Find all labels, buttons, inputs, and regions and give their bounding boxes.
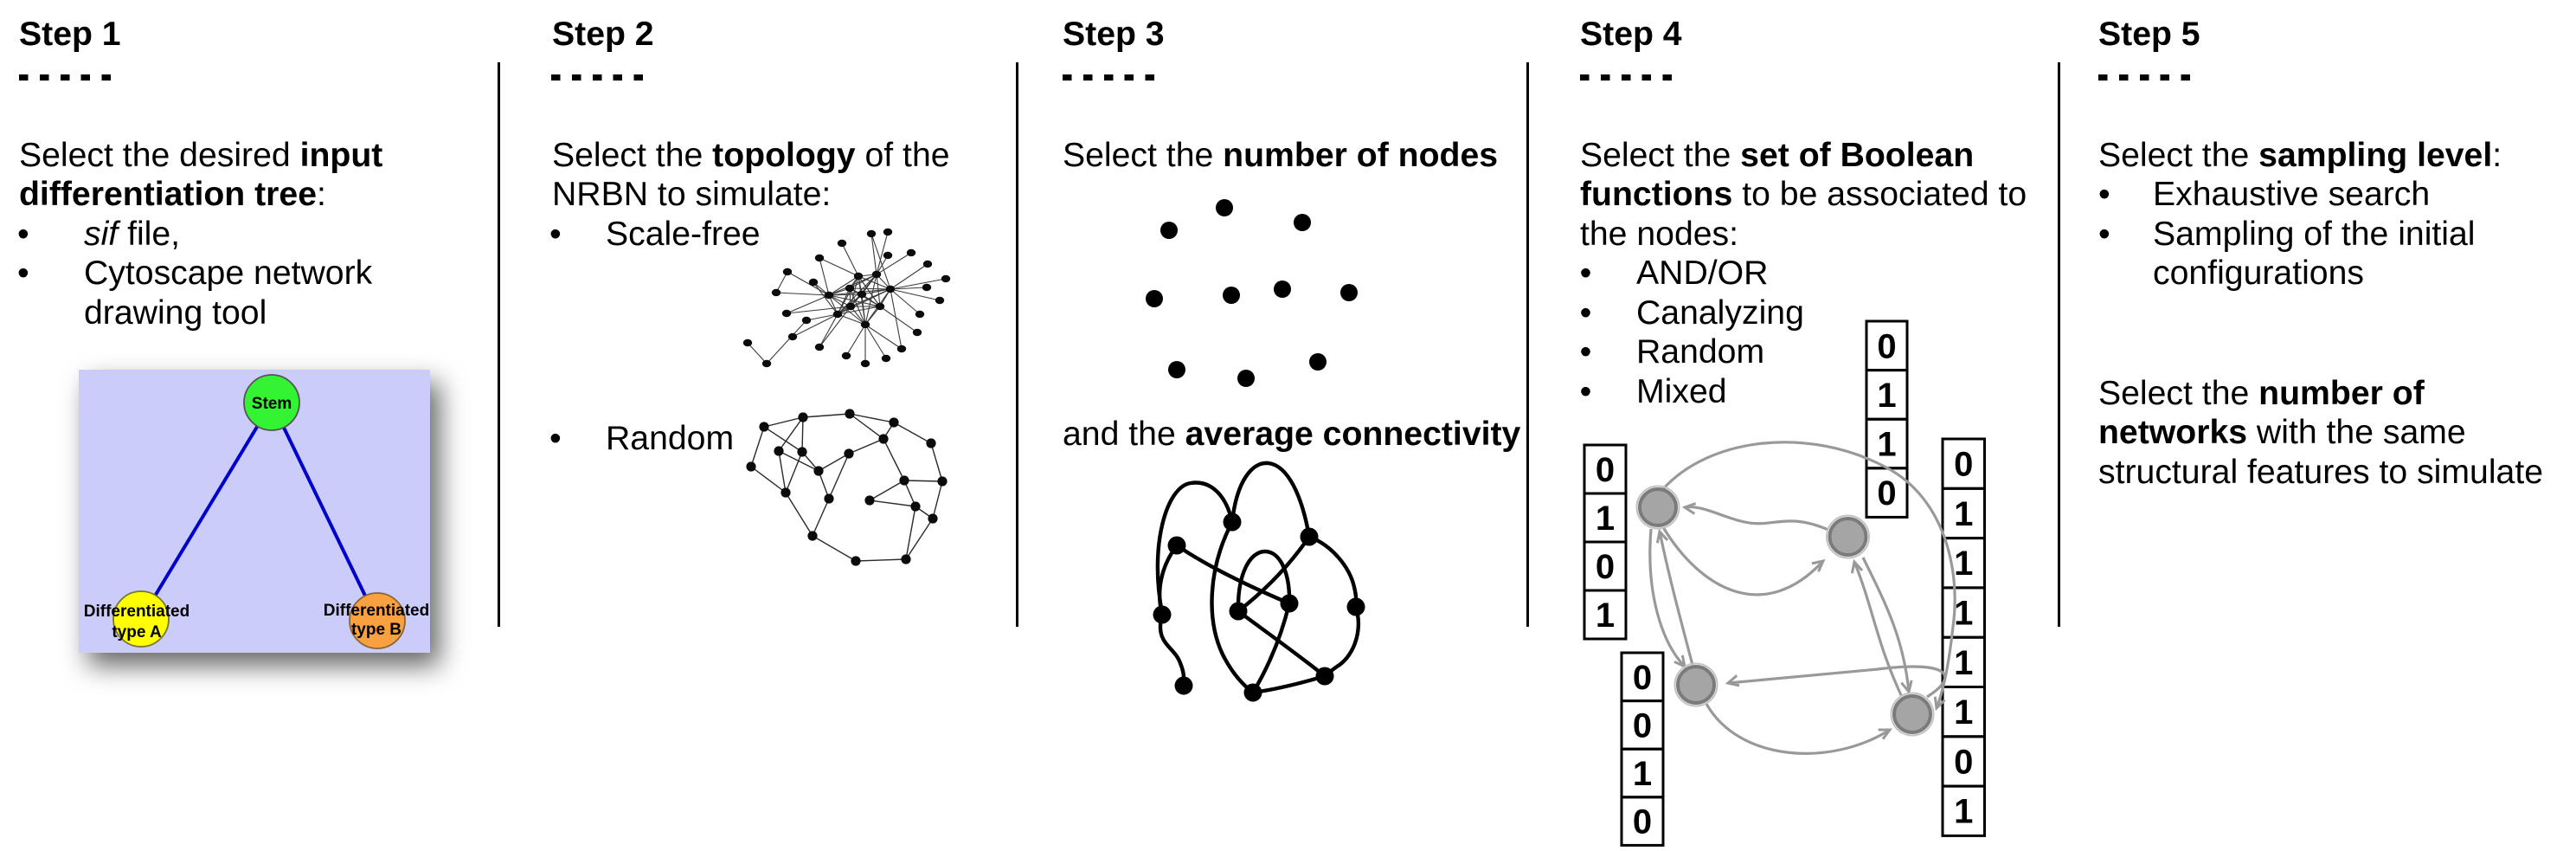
svg-text:Differentiated: Differentiated <box>84 603 190 621</box>
svg-text:0: 0 <box>1877 474 1896 513</box>
svg-text:1: 1 <box>1877 426 1896 464</box>
svg-text:1: 1 <box>1954 495 1973 533</box>
svg-text:0: 0 <box>1596 548 1615 586</box>
svg-text:Stem: Stem <box>252 395 292 413</box>
svg-text:1: 1 <box>1954 644 1973 682</box>
svg-text:0: 0 <box>1633 803 1652 841</box>
svg-text:1: 1 <box>1596 500 1615 538</box>
svg-text:0: 0 <box>1954 743 1973 781</box>
svg-text:1: 1 <box>1877 377 1896 415</box>
svg-text:1: 1 <box>1954 545 1973 583</box>
svg-text:1: 1 <box>1954 793 1973 831</box>
svg-text:Differentiated: Differentiated <box>324 602 429 620</box>
svg-text:0: 0 <box>1633 706 1652 745</box>
svg-text:0: 0 <box>1954 446 1973 484</box>
svg-text:1: 1 <box>1633 755 1652 793</box>
svg-text:0: 0 <box>1877 327 1896 365</box>
svg-text:1: 1 <box>1954 595 1973 633</box>
svg-text:0: 0 <box>1633 659 1652 697</box>
svg-text:1: 1 <box>1596 596 1615 635</box>
svg-text:1: 1 <box>1954 693 1973 732</box>
svg-text:type A: type A <box>112 623 162 641</box>
svg-text:type B: type B <box>351 621 401 639</box>
svg-text:0: 0 <box>1596 451 1615 489</box>
